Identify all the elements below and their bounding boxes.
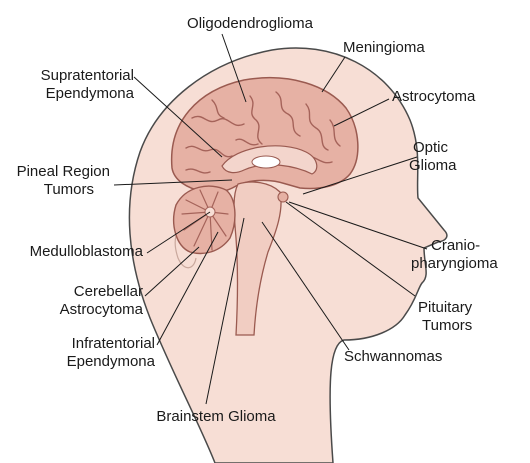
leader-brainstem [205, 217, 245, 405]
label-supratentorial-line2: Ependymona [46, 85, 135, 102]
leader-oligodendroglioma [221, 33, 247, 103]
label-cerebellar-line1: Cerebellar [74, 283, 143, 300]
label-infratentorial-line1: Infratentorial [72, 335, 155, 352]
leader-cerebellar [144, 246, 200, 297]
label-pineal-line2: Tumors [44, 181, 94, 198]
label-pineal-line1: Pineal Region [17, 163, 110, 180]
leader-optic [302, 156, 418, 195]
leader-infratentorial [156, 231, 219, 346]
leader-supratentorial [133, 76, 223, 158]
leader-pineal [113, 179, 233, 186]
cerebellum [172, 185, 236, 255]
label-cranio-line1: Cranio- [431, 237, 480, 254]
label-optic-line2: Glioma [409, 157, 457, 174]
label-cranio-line2: pharyngioma [411, 255, 498, 272]
leader-cranio [288, 201, 428, 250]
brain-folds [185, 91, 341, 174]
label-pituitary-line1: Pituitary [418, 299, 473, 316]
label-astrocytoma: Astrocytoma [392, 88, 476, 105]
leader-meningioma [321, 56, 346, 93]
label-meningioma: Meningioma [343, 39, 425, 56]
label-medulloblastoma: Medulloblastoma [30, 243, 144, 260]
leader-lines [113, 33, 428, 405]
label-cerebellar-line2: Astrocytoma [60, 301, 144, 318]
label-oligodendroglioma: Oligodendroglioma [187, 15, 314, 32]
leader-pituitary [285, 201, 416, 297]
pituitary-gland [277, 191, 289, 203]
label-schwannomas: Schwannomas [344, 348, 442, 365]
leader-schwannomas [261, 221, 350, 351]
label-optic-line1: Optic [413, 139, 449, 156]
label-infratentorial-line2: Ependymona [67, 353, 156, 370]
leader-medulloblastoma [146, 211, 211, 254]
label-pituitary-line2: Tumors [422, 317, 472, 334]
label-brainstem-glioma: Brainstem Glioma [156, 408, 276, 425]
ventricle [251, 155, 281, 169]
label-supratentorial-line1: Supratentorial [41, 67, 134, 84]
leader-astrocytoma [333, 98, 390, 127]
brainstem [233, 181, 282, 336]
